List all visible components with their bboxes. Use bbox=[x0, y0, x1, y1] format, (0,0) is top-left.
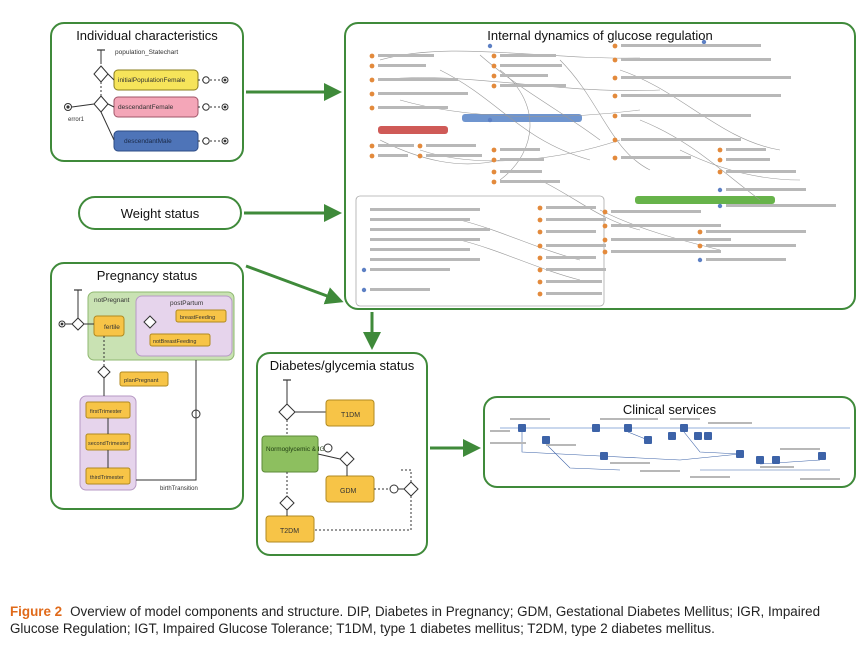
arrow-pregnancy-to-internal bbox=[245, 264, 344, 305]
diabetes-condition-icon bbox=[389, 484, 399, 494]
state-post-partum-label: postPartum bbox=[170, 300, 203, 307]
individual-characteristics-title: Individual characteristics bbox=[76, 28, 218, 43]
state-second-trimester-label: secondTrimester bbox=[88, 441, 129, 447]
state-t1dm bbox=[325, 399, 375, 427]
state-initial-population-female-label: initialPopulationFemale bbox=[118, 77, 186, 84]
weight-status-node: Weight status bbox=[78, 196, 242, 230]
state-normoglycemic-label: Normoglycemic & IGR bbox=[266, 446, 330, 453]
branch-diamond-1 bbox=[93, 65, 109, 83]
state-first-trimester-label: firstTrimester bbox=[90, 409, 122, 415]
pregnancy-statechart: notPregnant postPartum breastFeeding not… bbox=[58, 289, 235, 492]
internal-dynamics-title: Internal dynamics of glucose regulation bbox=[487, 28, 713, 43]
state-not-pregnant-label: notPregnant bbox=[94, 297, 130, 304]
state-gdm-label: GDM bbox=[340, 488, 357, 495]
diabetes-statechart: T1DM Normoglycemic & IGR GDM T2DM bbox=[261, 379, 419, 543]
state-fertile bbox=[93, 315, 125, 337]
diabetes-timeout-icon bbox=[323, 443, 333, 453]
weight-status-label: Weight status bbox=[120, 205, 200, 221]
state-third-trimester-label: thirdTrimester bbox=[90, 475, 124, 481]
figure-caption-text: Overview of model components and structu… bbox=[10, 604, 821, 636]
pregnancy-status-title: Pregnancy status bbox=[96, 268, 198, 283]
state-descendant-female-label: descendantFemale bbox=[118, 104, 174, 111]
diabetes-status-title: Diabetes/glycemia status bbox=[269, 358, 415, 373]
statechart-name: population_Statechart bbox=[115, 49, 178, 56]
branch-diamond-2 bbox=[93, 95, 109, 113]
state-breastfeeding bbox=[175, 309, 227, 323]
state-not-breastfeeding bbox=[149, 333, 211, 347]
stock-bar-red bbox=[378, 126, 448, 134]
state-breastfeeding-label: breastFeeding bbox=[180, 315, 215, 321]
state-t2dm bbox=[265, 515, 315, 543]
stock-bar-green bbox=[635, 196, 775, 204]
state-plan-pregnant-label: planPregnant bbox=[124, 378, 159, 384]
connector-arrows bbox=[244, 83, 481, 457]
state-plan-pregnant bbox=[119, 371, 169, 387]
figure-label: Figure 2 bbox=[10, 604, 63, 619]
timeout-icon-1 bbox=[202, 76, 210, 84]
clinical-services-title: Clinical services bbox=[622, 402, 717, 417]
state-t2dm-label: T2DM bbox=[280, 528, 299, 535]
error-label: error1 bbox=[68, 117, 85, 123]
state-t1dm-label: T1DM bbox=[341, 412, 360, 419]
individual-statechart: population_Statechart initialPopulationF… bbox=[64, 49, 229, 152]
state-fertile-label: fertile bbox=[104, 324, 120, 331]
state-descendant-male-label: descendantMale bbox=[124, 138, 172, 145]
birth-transition-label: birthTransition bbox=[160, 486, 198, 492]
clinical-flowchart bbox=[490, 418, 850, 480]
state-not-breastfeeding-label: notBreastFeeding bbox=[153, 339, 196, 345]
diabetes-entry-diamond bbox=[278, 403, 296, 421]
pregnancy-entry-diamond bbox=[71, 317, 85, 331]
timeout-icon-3 bbox=[202, 137, 210, 145]
state-normoglycemic bbox=[261, 435, 319, 473]
timeout-icon-2 bbox=[202, 103, 210, 111]
glucose-network bbox=[355, 39, 836, 307]
